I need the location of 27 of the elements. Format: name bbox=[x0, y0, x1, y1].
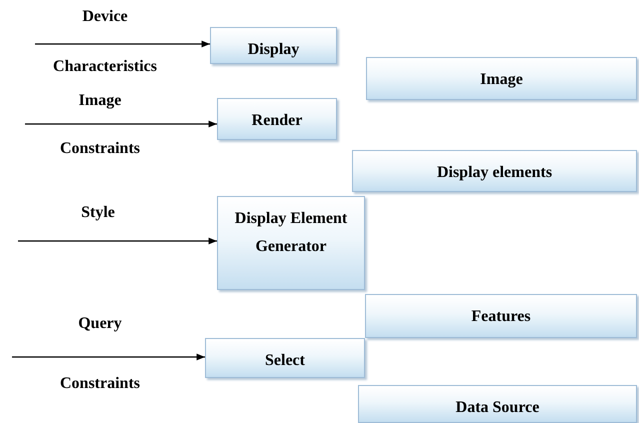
box-label: Image bbox=[480, 70, 523, 90]
input-label: Device bbox=[82, 8, 128, 26]
box-label: Display bbox=[248, 40, 300, 60]
arrow bbox=[12, 354, 205, 360]
input-label: Characteristics bbox=[53, 58, 157, 76]
box-label: Features bbox=[471, 307, 531, 327]
process-box bbox=[366, 57, 637, 100]
process-box bbox=[217, 196, 365, 290]
process-box bbox=[352, 150, 637, 192]
input-label: Image bbox=[78, 92, 122, 110]
process-box bbox=[365, 294, 637, 338]
box-label: Render bbox=[252, 111, 302, 131]
input-label: Constraints bbox=[60, 375, 140, 393]
input-label: Constraints bbox=[60, 140, 140, 158]
box-label: Select bbox=[265, 351, 305, 371]
process-box bbox=[205, 338, 365, 378]
box-label: Display Element Generator bbox=[234, 209, 348, 257]
process-box bbox=[217, 98, 337, 140]
arrow bbox=[25, 120, 217, 128]
box-label: Display elements bbox=[436, 163, 552, 183]
process-box bbox=[210, 27, 337, 64]
box-label: Data Source bbox=[456, 398, 540, 418]
arrow bbox=[35, 40, 210, 48]
input-label: Style bbox=[81, 204, 115, 222]
process-box bbox=[358, 385, 637, 423]
arrow bbox=[18, 238, 217, 244]
input-label: Query bbox=[78, 315, 122, 333]
